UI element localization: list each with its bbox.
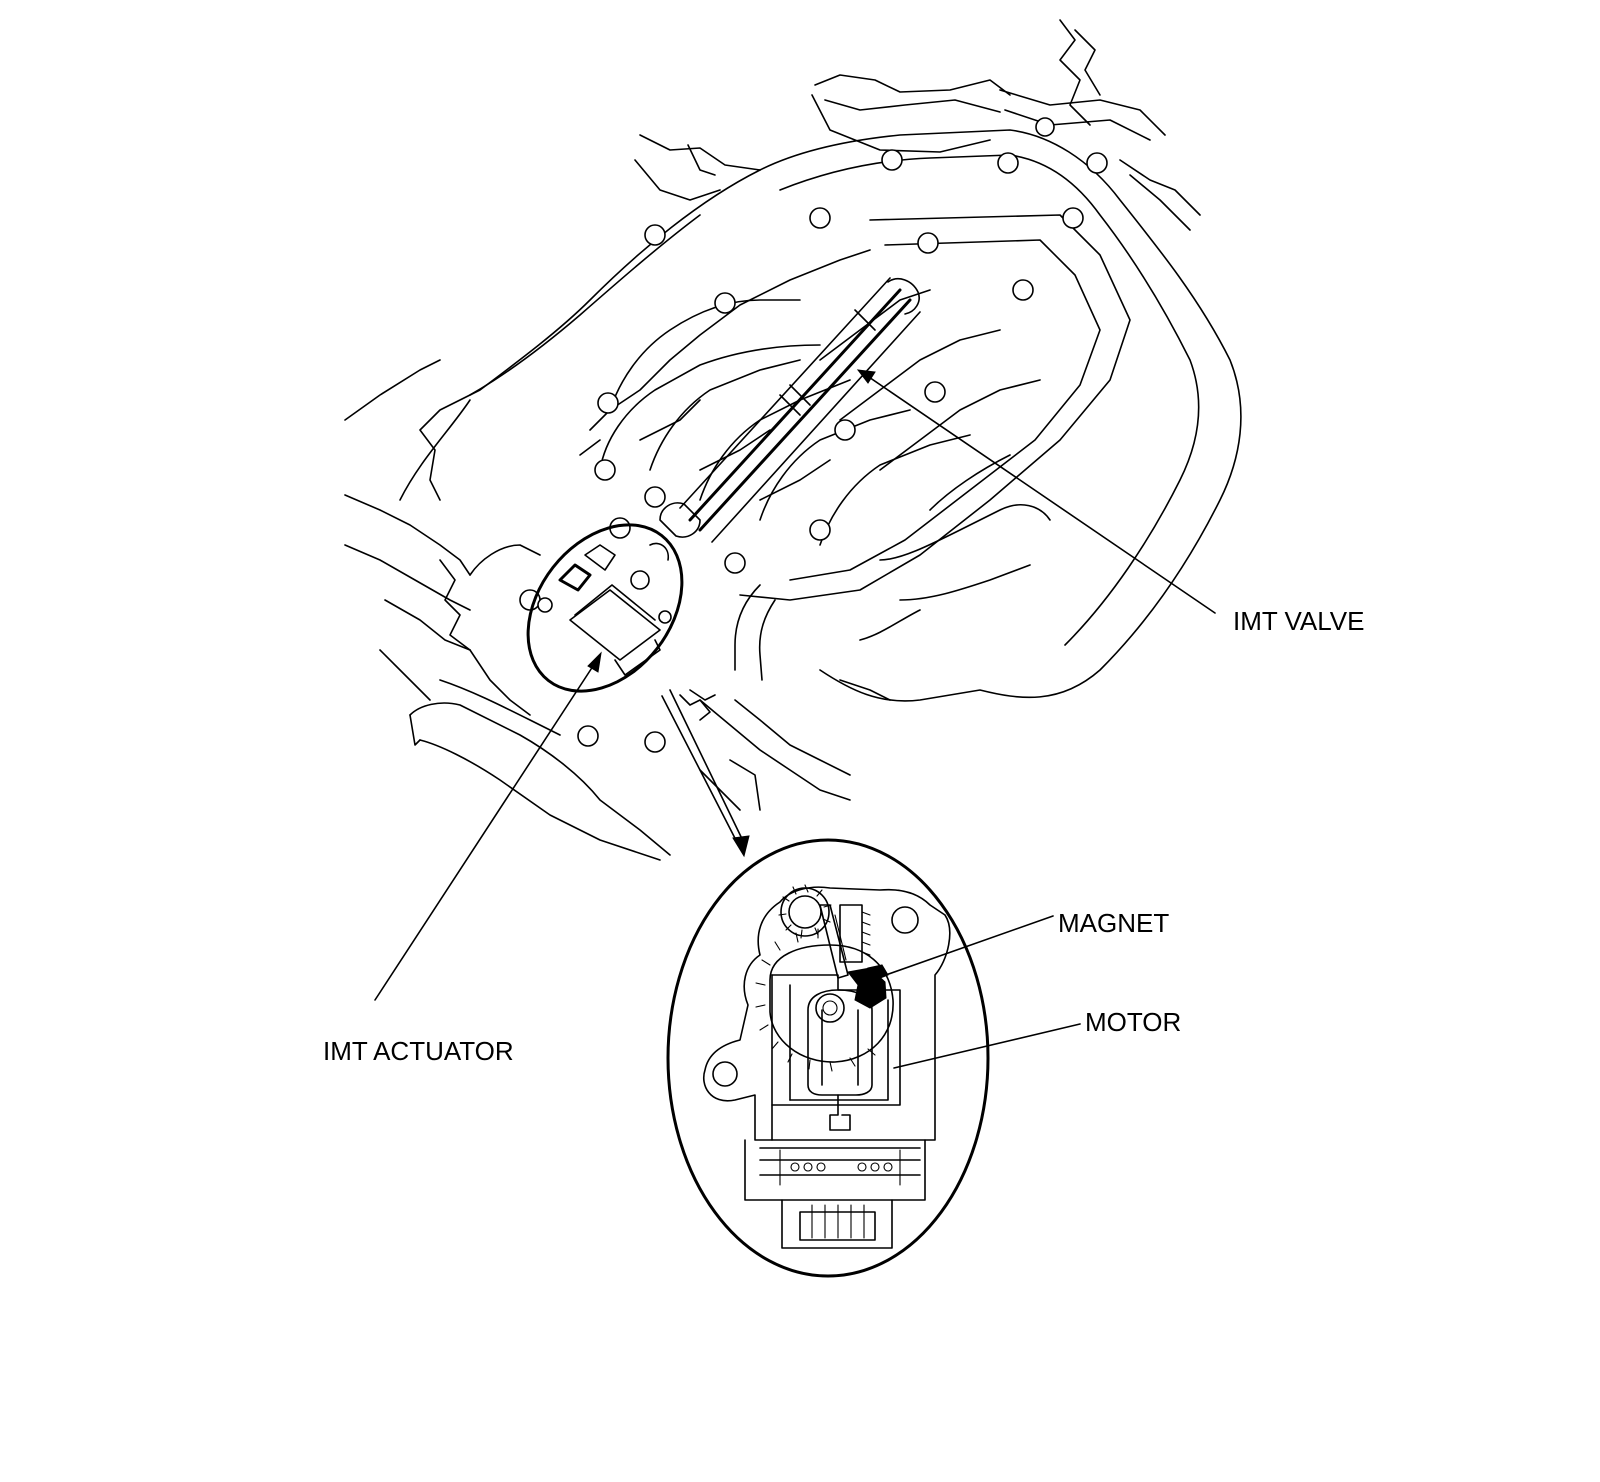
imt-actuator-highlight bbox=[526, 523, 716, 721]
detail-arrow bbox=[661, 689, 750, 858]
magnet-leader bbox=[882, 915, 1054, 977]
magnet-label: MAGNET bbox=[1058, 908, 1170, 938]
imt-valve-label: IMT VALVE bbox=[1233, 606, 1365, 636]
imt-actuator-label: IMT ACTUATOR bbox=[323, 1036, 514, 1066]
leader-lines bbox=[374, 369, 1216, 1069]
motor-leader bbox=[893, 1023, 1081, 1069]
motor-label: MOTOR bbox=[1085, 1007, 1182, 1037]
imt-actuator-leader bbox=[374, 659, 598, 1001]
intake-manifold-drawing bbox=[344, 19, 1242, 861]
imt-valve-leader bbox=[862, 372, 1216, 614]
imt-actuator-detail bbox=[666, 838, 990, 1278]
